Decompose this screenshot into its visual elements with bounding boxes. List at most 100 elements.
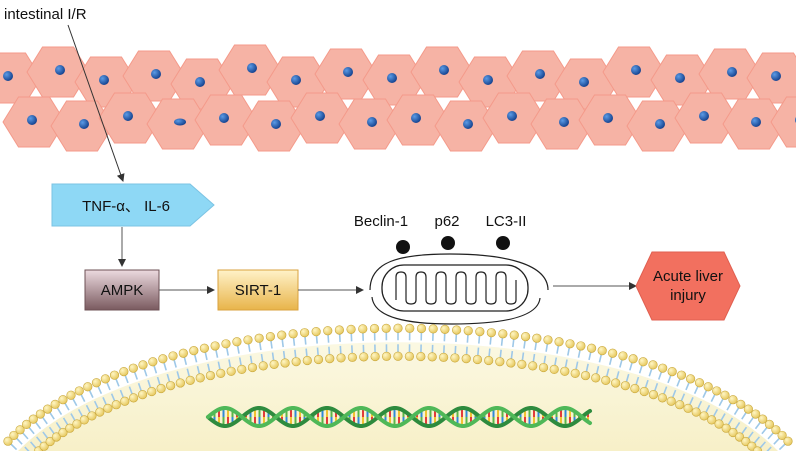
lipid-head-outer <box>35 409 45 419</box>
hepatocyte-nucleus <box>247 63 257 73</box>
lipid-head-outer <box>597 346 607 356</box>
lipid-head-inner <box>72 419 82 429</box>
beclin1-label: Beclin-1 <box>354 213 408 230</box>
lipid-head-inner <box>370 351 380 362</box>
lipid-head-outer <box>277 330 287 340</box>
lipid-head-inner <box>325 354 335 364</box>
lipid-head-inner <box>45 436 55 447</box>
lipid-head-outer <box>452 325 462 335</box>
outcome-label-line1: Acute liver <box>653 268 723 285</box>
lipid-head-inner <box>639 386 649 397</box>
lipid-head-outer <box>638 357 648 367</box>
lipid-head-outer <box>74 386 84 396</box>
lipid-head-inner <box>313 354 324 365</box>
lipid-head-inner <box>691 407 701 417</box>
lipid-head-outer <box>628 354 638 364</box>
lipid-head-outer <box>416 323 427 334</box>
lipid-head-inner <box>302 355 312 366</box>
lc3ii-marker-dot <box>496 236 510 250</box>
lipid-head-inner <box>666 396 676 406</box>
cytokine-label: TNF-α、 IL-6 <box>82 198 170 215</box>
dna-double-helix <box>206 406 592 428</box>
lipid-head-inner <box>258 361 268 371</box>
lipid-head-outer <box>3 436 13 446</box>
lipid-head-inner <box>699 411 709 421</box>
lipid-head-outer <box>565 339 575 349</box>
phospholipid-bilayer <box>3 323 793 451</box>
hepatocyte-nucleus <box>439 65 449 75</box>
lipid-head-outer <box>300 328 310 338</box>
lipid-head-inner <box>611 378 621 388</box>
lipid-head-inner <box>570 368 580 378</box>
hepatocyte-nucleus <box>195 77 205 87</box>
lipid-head-outer <box>221 339 231 349</box>
lipid-head-outer <box>346 324 356 334</box>
lipid-head-inner <box>51 432 62 442</box>
lipid-head-inner <box>280 358 290 368</box>
lipid-head-outer <box>358 324 368 334</box>
lipid-head-inner <box>166 381 176 391</box>
lipid-head-inner <box>675 400 685 410</box>
p62-marker-dot <box>441 236 455 250</box>
lipid-head-outer <box>58 395 68 405</box>
lipid-head-outer <box>15 425 25 435</box>
lipid-head-inner <box>103 403 113 413</box>
lipid-head-inner <box>404 351 415 361</box>
lipid-head-outer <box>520 331 531 342</box>
lipid-head-inner <box>147 386 157 397</box>
hepatocyte-nucleus <box>27 115 37 125</box>
lipid-head-outer <box>440 324 450 334</box>
lipid-head-inner <box>185 375 195 385</box>
lipid-head-inner <box>495 357 505 367</box>
lipid-head-inner <box>484 355 494 366</box>
lipid-head-outer <box>648 360 658 370</box>
lipid-head-outer <box>119 367 129 377</box>
lipid-head-inner <box>226 366 236 376</box>
hepatocyte-nucleus <box>483 75 493 85</box>
lipid-head-inner <box>538 362 549 373</box>
lipid-head-inner <box>728 427 738 438</box>
lipid-head-inner <box>416 351 426 362</box>
hepatocyte-nucleus <box>219 113 229 123</box>
lipid-head-inner <box>87 411 97 421</box>
lipid-head-outer <box>158 354 168 364</box>
sirt1-box <box>217 269 299 311</box>
lipid-head-inner <box>195 373 205 383</box>
hepatocyte-nucleus <box>727 67 737 77</box>
hepatocyte-cell <box>770 96 796 148</box>
lipid-head-inner <box>721 423 731 433</box>
lipid-head-inner <box>560 366 570 376</box>
lipid-head-inner <box>156 383 166 394</box>
lipid-head-inner <box>450 353 460 363</box>
hepatocyte-nucleus <box>55 65 65 75</box>
lipid-head-outer <box>381 323 391 333</box>
lipid-head-outer <box>428 324 438 334</box>
lipid-head-outer <box>405 323 415 333</box>
lipid-head-outer <box>667 367 677 377</box>
lipid-head-inner <box>580 370 591 381</box>
hepatocyte-nucleus <box>699 111 709 121</box>
lipid-head-outer <box>288 329 298 339</box>
lipid-head-inner <box>601 375 611 385</box>
cell-membrane-section <box>3 323 793 451</box>
hepatocyte-nucleus <box>751 117 761 127</box>
lipid-head-inner <box>247 362 258 373</box>
lipid-head-inner <box>549 364 559 374</box>
hepatocyte-nucleus <box>123 111 133 121</box>
lipid-head-inner <box>381 351 392 361</box>
hepatocyte-nucleus <box>463 119 473 129</box>
hepatocyte-nucleus <box>603 113 613 123</box>
lipid-head-outer <box>178 348 188 358</box>
lipid-head-inner <box>472 354 483 365</box>
lipid-head-inner <box>347 352 357 362</box>
hepatocyte-nucleus <box>174 118 186 126</box>
lipid-head-outer <box>138 360 148 370</box>
hepatocyte-nucleus <box>271 119 281 129</box>
lipid-head-inner <box>683 403 693 413</box>
lipid-head-inner <box>175 378 185 388</box>
hepatocyte-nucleus <box>411 113 421 123</box>
hepatocyte-nucleus <box>79 119 89 129</box>
lipid-head-outer <box>243 335 253 345</box>
lipid-head-outer <box>686 374 696 384</box>
lipid-head-inner <box>95 407 105 417</box>
